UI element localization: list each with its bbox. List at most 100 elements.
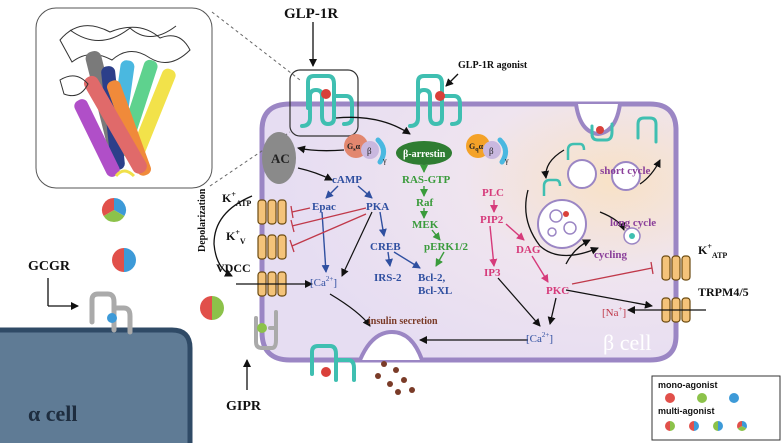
gs-g-label: G (347, 142, 353, 151)
depolarization-label: Depolarization (197, 188, 208, 252)
ca-left-open: [Ca (310, 277, 326, 289)
na-open: [Na (602, 307, 619, 319)
kv-main: K (226, 229, 236, 243)
kv-sub: V (240, 237, 246, 246)
katp-left-sub: ATP (236, 199, 252, 208)
glp1r-agonist-label: GLP-1R agonist (458, 60, 528, 71)
vesicle-cycling (537, 159, 641, 249)
ca-left-sup: 2+ (326, 275, 334, 283)
gq-beta-label: β (489, 146, 494, 156)
external-receptor-right (636, 116, 658, 144)
plc-label: PLC (482, 187, 504, 199)
agonist-circle-red-green-blue (101, 198, 127, 223)
ras-gtp-label: RAS-GTP (402, 174, 451, 186)
legend-multi-red-blue (689, 421, 699, 431)
ip3-label: IP3 (484, 267, 501, 279)
katp-left-main: K (222, 191, 232, 205)
beta-cell-label: β cell (603, 330, 651, 355)
beta-arrestin-node (396, 141, 452, 165)
insulin-granules (375, 361, 415, 395)
pka-to-calcium-arrows (341, 211, 373, 277)
katp-channel-left (257, 199, 287, 225)
vesicle-receptor-1 (566, 142, 586, 160)
trpm-label: TRPM4/5 (698, 285, 749, 299)
insulin-secretion-label: insulin secretion (368, 316, 438, 327)
svg-text:K+ATP: K+ATP (698, 242, 727, 260)
inset-connector-top (211, 11, 301, 81)
gs-alpha-label: α (356, 142, 361, 151)
mapk-branch-arrows (420, 165, 445, 267)
pip2-label: PIP2 (480, 214, 504, 226)
long-cycle-label: long cycle (610, 217, 656, 229)
pathway-arrows (47, 22, 661, 390)
legend-multi-triple (737, 421, 747, 431)
svg-text:K+ATP: K+ATP (222, 190, 251, 208)
legend-multi-red-green (665, 421, 675, 431)
legend-multi-label: multi-agonist (658, 406, 715, 416)
glp1r-label: GLP-1R (284, 6, 338, 22)
plc-branch-arrows (489, 200, 549, 283)
irs2-label: IRS-2 (374, 272, 402, 284)
glp1r-recycled-receptor (310, 344, 356, 382)
ca-left-close: ] (333, 277, 337, 289)
svg-text:Gsα: Gsα (347, 142, 361, 153)
gq-g-label: G (469, 142, 475, 151)
legend-multi-green-blue (713, 421, 723, 431)
pka-label: PKA (366, 201, 389, 213)
bclxl-label: Bcl-XL (418, 285, 452, 297)
gq-alpha-label: α (479, 142, 484, 151)
mek-label: MEK (412, 219, 439, 231)
gq-sub-label: q (475, 147, 479, 153)
camp-branch-arrows (321, 185, 421, 273)
gipr-receptor (254, 310, 278, 350)
beta-arrestin-label: β-arrestin (403, 149, 446, 160)
legend-mono-label: mono-agonist (658, 380, 718, 390)
endocytosis-pit (574, 103, 622, 137)
katp-right-sub: ATP (712, 251, 728, 260)
gq-protein: Gqα β γ (466, 134, 509, 165)
svg-text:Gqα: Gqα (469, 142, 484, 153)
svg-text:[Ca2+]: [Ca2+] (526, 331, 553, 345)
gcgr-label: GCGR (28, 259, 71, 274)
vdcc-label: VDCC (216, 261, 251, 275)
internalized-receptor (590, 122, 614, 142)
agonist-circle-red-green (200, 296, 224, 320)
creb-label: CREB (370, 241, 401, 253)
pkc-label: PKC (546, 285, 569, 297)
trpm-channel (627, 297, 706, 323)
svg-text:[Na+]: [Na+] (602, 305, 626, 319)
glp1r-highlight-box (289, 69, 359, 137)
gs-gamma-label: γ (382, 156, 387, 165)
na-sup: + (619, 305, 623, 313)
glp1r-receptor (300, 74, 354, 128)
camp-label: cAMP (332, 174, 362, 186)
inhibition-lines (289, 205, 654, 285)
ip3-pkc-calcium-arrows (497, 277, 653, 327)
kv-channel (257, 234, 287, 260)
vdcc-channel (236, 271, 313, 297)
adenylyl-cyclase (262, 132, 296, 184)
vesicle-receptor-2 (542, 178, 562, 196)
gs-beta-label: β (367, 146, 372, 156)
gipr-label: GIPR (226, 399, 262, 414)
na-close: ] (622, 307, 626, 319)
svg-text:K+V: K+V (226, 228, 246, 246)
gcgr-receptor (89, 291, 133, 335)
gq-gamma-label: γ (504, 156, 509, 165)
short-cycle-label: short cycle (600, 165, 651, 177)
cycling-label: cycling (594, 249, 627, 261)
kv-sup: + (235, 228, 240, 237)
svg-text:[Ca2+]: [Ca2+] (310, 275, 337, 289)
gs-sub-label: s (353, 147, 356, 153)
alpha-cell-label: α cell (28, 401, 78, 426)
epac-label: Epac (312, 201, 336, 213)
ca-right-open: [Ca (526, 333, 542, 345)
ca-right-sup: 2+ (542, 331, 550, 339)
legend: mono-agonist multi-agonist (651, 375, 781, 441)
legend-mono-blue (729, 393, 739, 403)
exocytosis-pit (358, 329, 424, 361)
ca-right-close: ] (549, 333, 553, 345)
perk-label: pERK1/2 (424, 241, 469, 253)
ac-label: AC (271, 151, 290, 166)
